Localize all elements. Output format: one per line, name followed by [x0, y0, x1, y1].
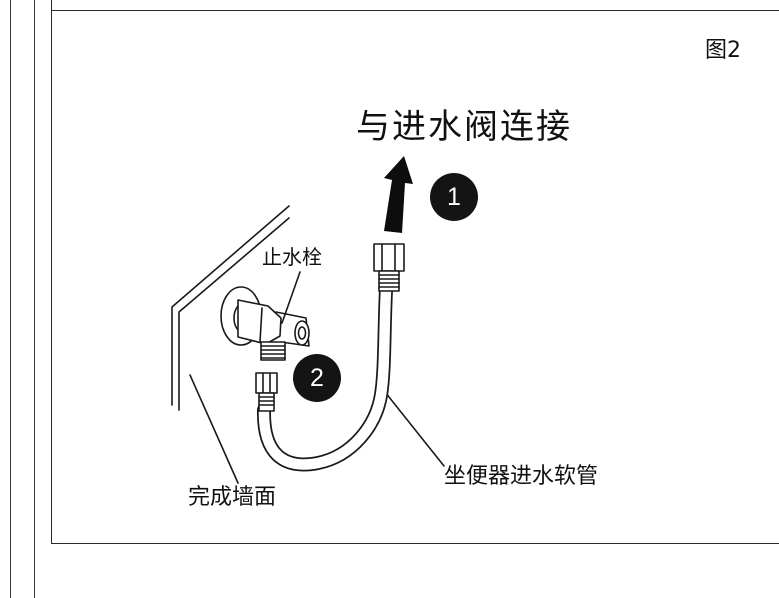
finished-wall-label: 完成墙面 — [188, 485, 277, 510]
flexible-hose-drawing — [255, 243, 405, 472]
figure-number: 图2 — [705, 38, 741, 63]
step-1-badge: 1 — [430, 173, 478, 221]
inlet-hose-label: 坐便器进水软管 — [444, 464, 599, 489]
angle-valve-drawing — [220, 286, 310, 361]
figure-frame — [51, 0, 779, 544]
connect-inlet-valve-title: 与进水阀连接 — [356, 107, 572, 147]
wall-surface — [171, 205, 290, 411]
step-2-badge: 2 — [293, 354, 341, 402]
angle-valve-label: 止水栓 — [262, 245, 322, 269]
figure-frame-divider — [51, 10, 779, 11]
connect-direction-arrow — [384, 156, 413, 233]
wall-leader-line — [189, 374, 239, 484]
left-margin-rule — [10, 0, 11, 598]
valve-leader-line — [281, 271, 301, 324]
left-margin-rule-inner — [34, 0, 35, 598]
hose-leader-line — [380, 386, 445, 467]
